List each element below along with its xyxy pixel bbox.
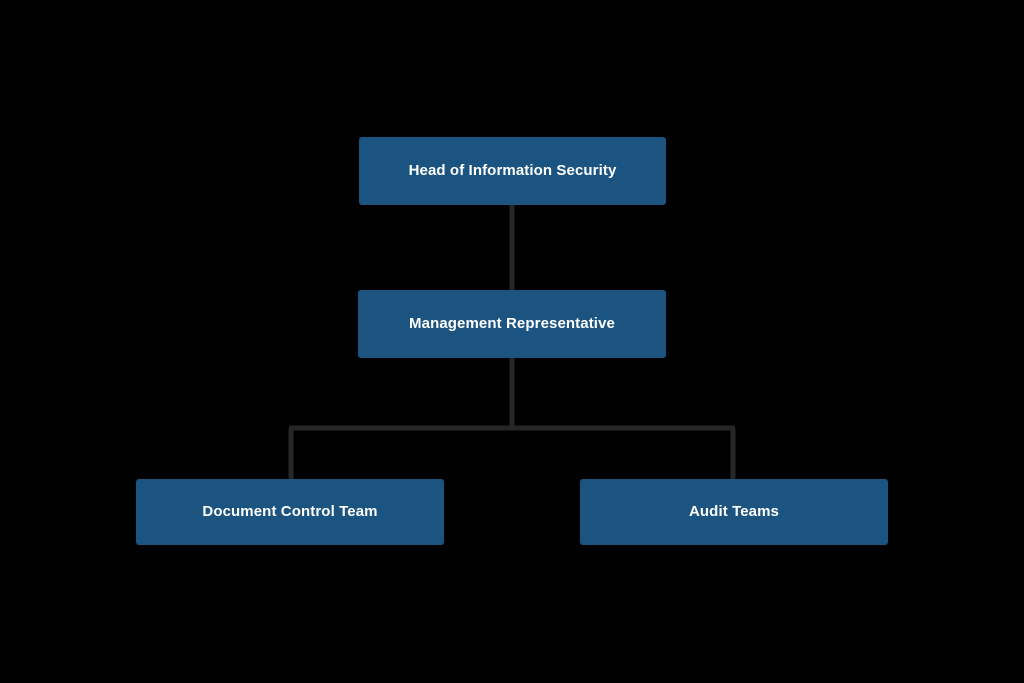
- node-label: Audit Teams: [688, 503, 779, 520]
- node-head-of-information-security[interactable]: Head of Information Security: [359, 137, 666, 205]
- node-document-control-team[interactable]: Document Control Team: [136, 479, 444, 545]
- node-audit-teams[interactable]: Audit Teams: [580, 479, 888, 545]
- node-label: Management Representative: [409, 315, 615, 332]
- node-label: Document Control Team: [202, 503, 378, 520]
- node-label: Head of Information Security: [408, 162, 617, 179]
- node-management-representative[interactable]: Management Representative: [358, 290, 666, 358]
